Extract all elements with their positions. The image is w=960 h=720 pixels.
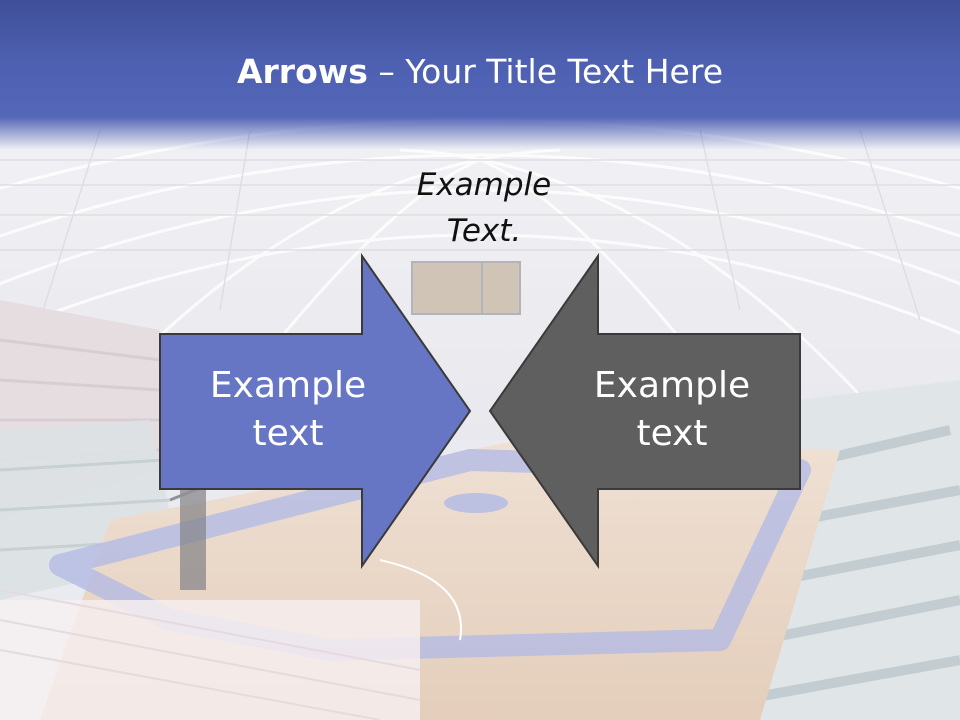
top-caption-line1: Example — [416, 167, 552, 203]
title-bar: Arrows – Your Title Text Here — [0, 0, 960, 150]
top-caption-line2: Text. — [446, 213, 522, 249]
right-arrow-line1: Example — [593, 365, 751, 406]
left-arrow-line2: text — [252, 413, 324, 454]
right-pointing-arrow — [159, 252, 472, 570]
top-caption: Example Text. — [396, 162, 572, 254]
left-arrow-line1: Example — [209, 365, 367, 406]
right-arrow-label: Example text — [552, 362, 792, 458]
slide-title: Arrows – Your Title Text Here — [0, 52, 960, 91]
title-rest-part: – Your Title Text Here — [367, 52, 723, 91]
right-arrow-line2: text — [636, 413, 708, 454]
title-bold-part: Arrows — [236, 52, 368, 91]
left-pointing-arrow — [488, 252, 801, 570]
left-arrow-label: Example text — [168, 362, 408, 458]
